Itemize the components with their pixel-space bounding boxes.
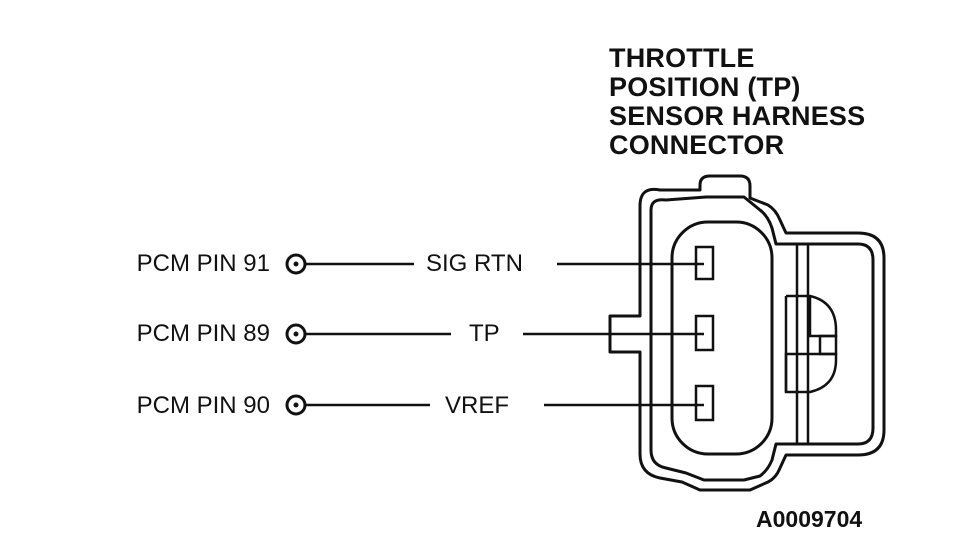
title-line: SENSOR HARNESS [609,101,866,131]
title-line: CONNECTOR [609,130,785,160]
pcm-terminal-90 [285,394,307,416]
pcm-pin-90-label: PCM PIN 90 [136,392,270,419]
pin-cavity [670,220,774,456]
terminal-vref [694,384,715,422]
sig-rtn-label: SIG RTN [426,250,523,277]
title-line: POSITION (TP) [609,72,801,102]
pcm-terminal-91 [285,253,307,275]
pcm-pin-89-label: PCM PIN 89 [136,320,270,347]
connector-housing [608,174,886,492]
tp-label: TP [469,320,500,347]
pcm-pin-91-label: PCM PIN 91 [136,250,270,277]
title-line: THROTTLE [609,43,755,73]
terminal-tp [694,314,715,352]
terminal-sig-rtn [694,245,715,281]
figure-id: A0009704 [756,506,863,532]
connector-title: THROTTLE POSITION (TP) SENSOR HARNESS CO… [609,44,909,160]
pcm-terminal-89 [285,323,307,345]
locking-tab [784,244,838,444]
vref-label: VREF [445,392,510,419]
